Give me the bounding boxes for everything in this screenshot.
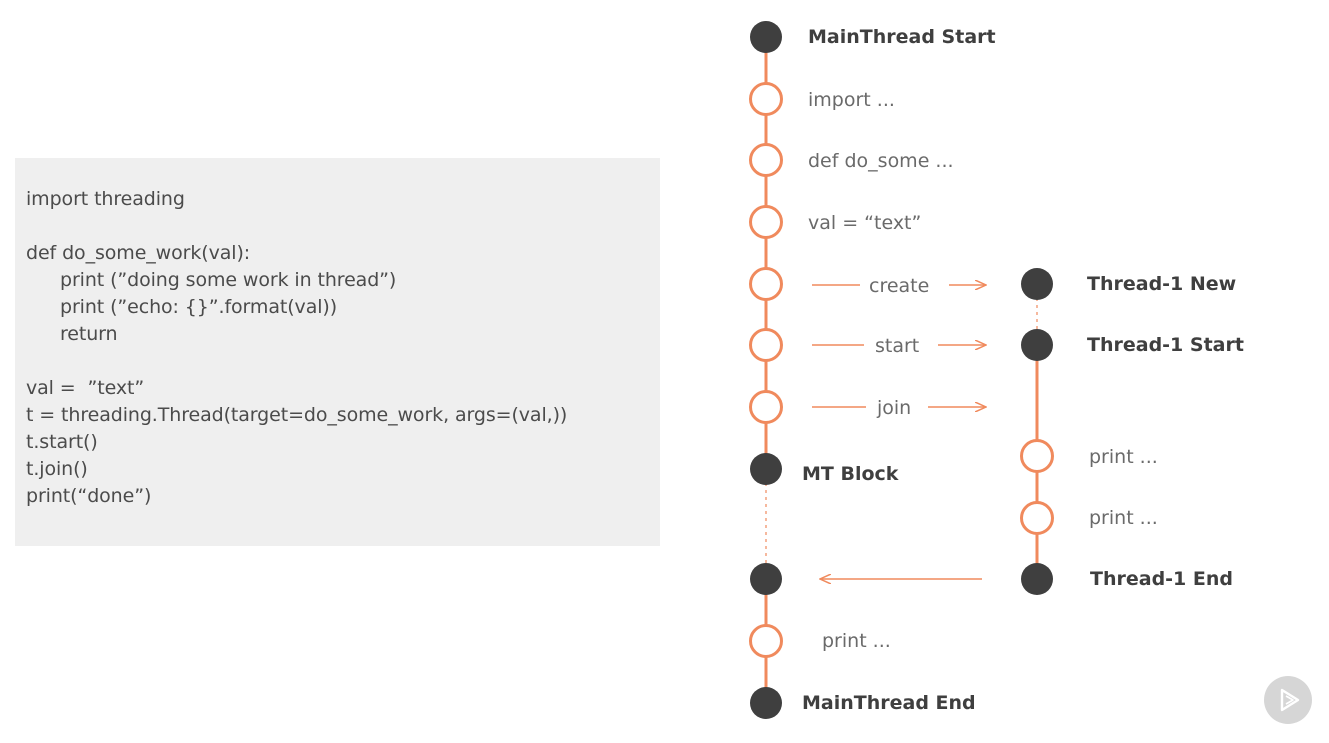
thread1-print2-node [1020,501,1054,535]
thread1-new-node [1021,268,1053,300]
main-start-label: MainThread Start [808,26,996,48]
thread1-print1-node [1020,439,1054,473]
create-arrow-label: create [869,275,929,297]
main-resume-node [750,563,782,595]
code-line: t.join() [26,458,88,480]
main-join-node [749,390,783,424]
main-end-label: MainThread End [802,692,976,714]
code-line: val = ”text” [26,377,145,399]
thread1-print2-label: print ... [1089,507,1158,529]
code-line: def do_some_work(val): [26,242,251,264]
main-start-call-node [749,328,783,362]
code-line: print (”doing some work in thread”) [60,269,397,291]
play-button[interactable] [1264,676,1312,724]
play-icon [1280,688,1300,712]
code-line: t = threading.Thread(target=do_some_work… [26,404,568,426]
main-def-node [749,143,783,177]
main-import-label: import ... [808,89,895,111]
code-line: print(“done”) [26,485,152,507]
main-val-node [749,205,783,239]
main-block-label: MT Block [802,463,899,485]
thread1-print1-label: print ... [1089,446,1158,468]
join-arrow-label: join [876,397,911,419]
main-def-label: def do_some ... [808,150,954,172]
main-end-node [750,687,782,719]
thread1-start-node [1021,329,1053,361]
thread1-new-label: Thread-1 New [1087,273,1236,295]
start-arrow-label: start [875,335,919,357]
thread1-start-label: Thread-1 Start [1087,334,1244,356]
main-start-node [750,21,782,53]
main-val-label: val = “text” [808,212,921,234]
main-import-node [749,82,783,116]
main-print-label: print ... [822,630,891,652]
code-line: print (”echo: {}”.format(val)) [60,296,338,318]
main-create-node [749,267,783,301]
code-line: t.start() [26,431,98,453]
thread1-end-node [1021,563,1053,595]
code-line: return [60,323,118,345]
code-line: import threading [26,188,185,210]
main-print-node [749,624,783,658]
code-panel: import threading def do_some_work(val): … [15,158,660,546]
main-block-node [750,453,782,485]
thread1-end-label: Thread-1 End [1090,568,1233,590]
